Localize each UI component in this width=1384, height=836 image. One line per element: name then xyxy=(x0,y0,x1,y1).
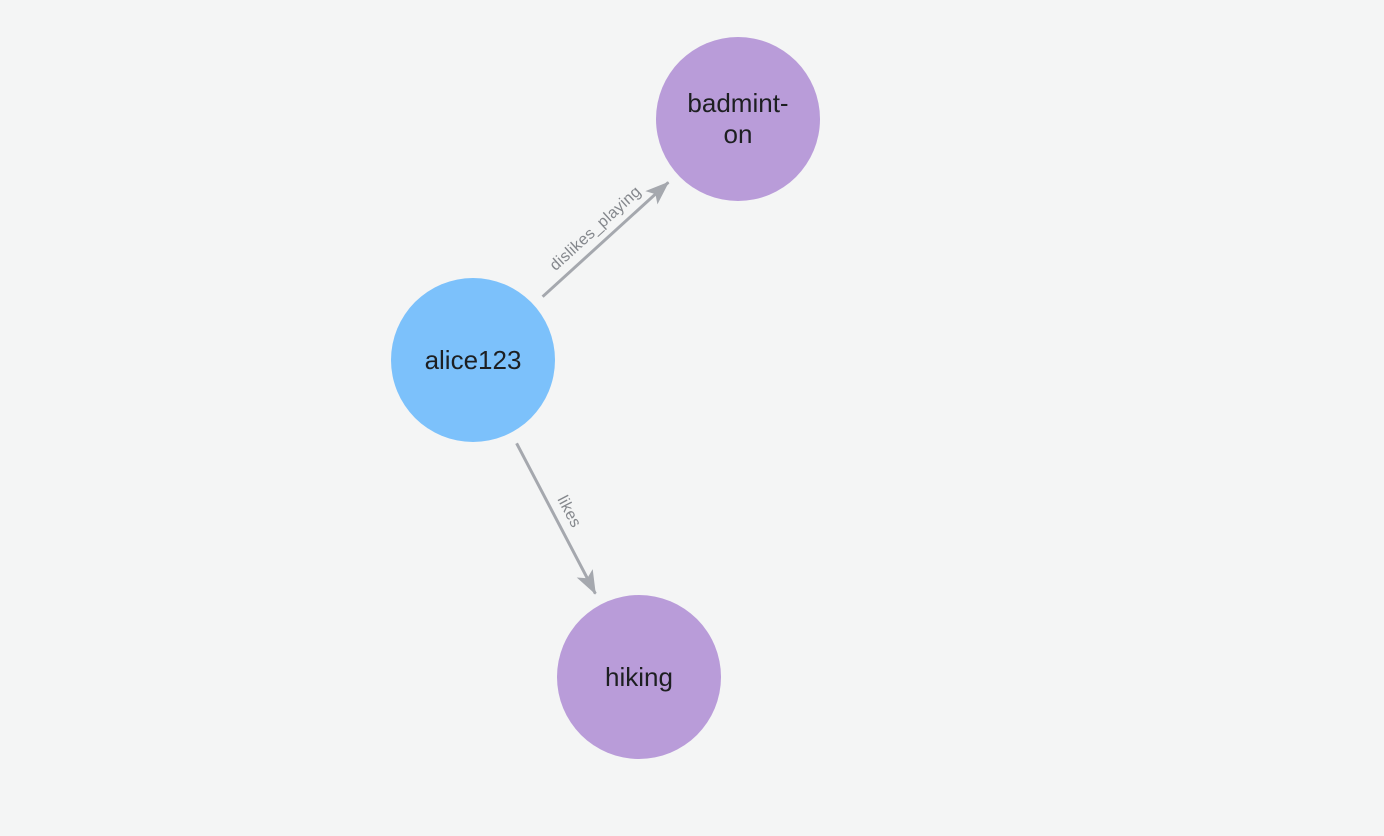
node-alice123[interactable]: alice123 xyxy=(391,278,555,442)
node-label-line: on xyxy=(723,119,753,149)
edge-dislikes-playing-line[interactable] xyxy=(541,181,670,298)
edge-likes-line[interactable] xyxy=(515,442,597,595)
node-hiking[interactable]: hiking xyxy=(557,595,721,759)
node-label: hiking xyxy=(605,661,673,692)
node-badminton[interactable]: badmint- on xyxy=(656,37,820,201)
node-label: alice123 xyxy=(424,344,522,375)
edge-dislikes-playing-label: dislikes_playing xyxy=(547,183,645,274)
node-label-line: badmint- xyxy=(687,88,789,118)
